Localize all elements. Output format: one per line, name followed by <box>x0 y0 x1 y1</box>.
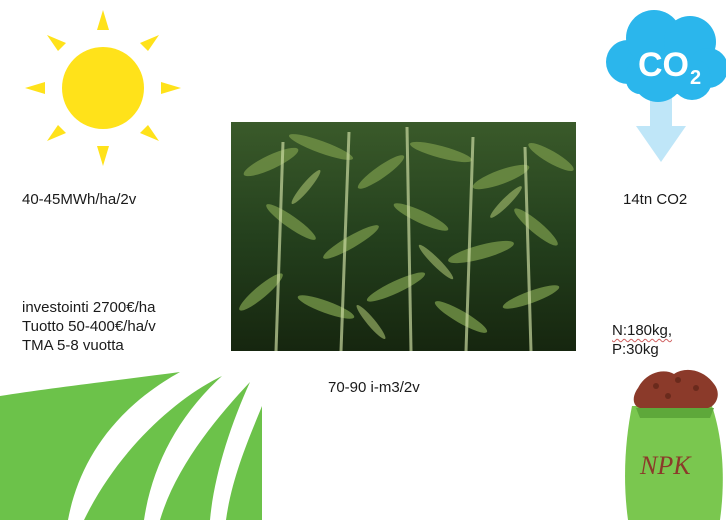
energy-label: 40-45MWh/ha/2v <box>22 191 137 208</box>
nutrients-text: N:180kg, P:30kg <box>612 321 672 359</box>
investment-line: investointi 2700€/ha <box>22 299 156 316</box>
economics-text: investointi 2700€/ha Tuotto 50-400€/ha/v… <box>22 298 156 355</box>
nitrogen-line: N:180kg, <box>612 322 673 339</box>
revenue-line: Tuotto 50-400€/ha/v <box>22 318 156 335</box>
co2-cloud-icon: CO 2 <box>606 10 726 162</box>
willow-plantation-photo <box>231 122 576 351</box>
npk-sack-icon: NPK <box>625 369 723 520</box>
phosphorus-line: P:30kg <box>612 341 659 358</box>
co2-cloud-text: CO <box>638 46 689 84</box>
yield-label: 70-90 i-m3/2v <box>328 379 420 396</box>
co2-cloud-subscript: 2 <box>690 67 701 89</box>
payback-line: TMA 5-8 vuotta <box>22 337 124 354</box>
npk-sack-text: NPK <box>639 451 692 480</box>
sun-icon <box>25 10 181 166</box>
field-rows-icon <box>0 372 262 520</box>
co2-label: 14tn CO2 <box>623 191 688 208</box>
